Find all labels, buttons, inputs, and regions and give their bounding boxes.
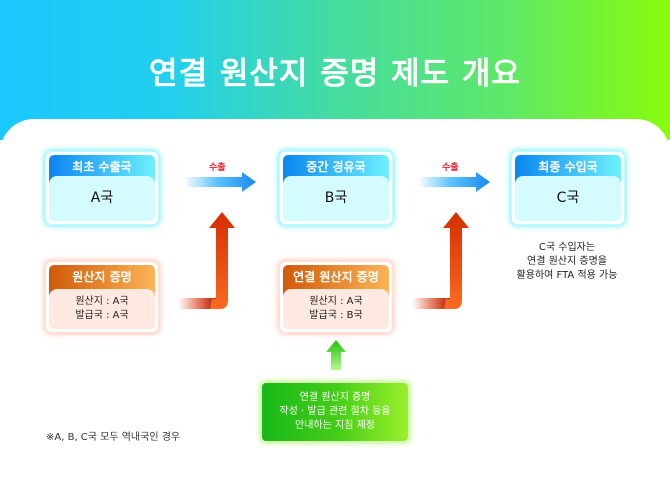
certificate-arrow-icon bbox=[412, 212, 469, 309]
country-name: A국 bbox=[49, 176, 155, 221]
export-label-2: 수출 bbox=[442, 163, 459, 173]
country-name: C국 bbox=[515, 176, 621, 221]
certificate-box-linked: 연결 원산지 증명 원산지 : A국 발급국 : B국 bbox=[279, 261, 393, 333]
page-title: 연결 원산지 증명 제도 개요 bbox=[149, 56, 521, 92]
export-label-1: 수출 bbox=[209, 163, 226, 173]
importer-note-line: C국 수입자는 bbox=[538, 242, 596, 253]
header-banner: 연결 원산지 증명 제도 개요 bbox=[0, 0, 670, 140]
guideline-box: 연결 원산지 증명 작성 · 발급 관련 절차 등을 안내하는 지침 제정 bbox=[261, 382, 409, 442]
country-box-destination: 최종 수입국 C국 bbox=[511, 151, 625, 225]
certificate-origin: 원산지 : A국 bbox=[309, 296, 363, 307]
guideline-line: 작성 · 발급 관련 절차 등을 bbox=[279, 406, 391, 417]
importer-note-line: 활용하여 FTA 적용 가능 bbox=[516, 270, 618, 281]
country-box-origin: 최초 수출국 A국 bbox=[45, 151, 159, 225]
certificate-origin: 원산지 : A국 bbox=[75, 296, 129, 307]
certificate-arrow-icon bbox=[178, 212, 235, 309]
certificate-box-origin: 원산지 증명 원산지 : A국 발급국 : A국 bbox=[45, 261, 159, 333]
certificate-issuer: 발급국 : B국 bbox=[309, 310, 363, 321]
guideline-line: 안내하는 지침 제정 bbox=[295, 420, 375, 431]
certificate-body: 원산지 : A국 발급국 : B국 bbox=[283, 289, 389, 329]
certificate-body: 원산지 : A국 발급국 : A국 bbox=[49, 289, 155, 329]
export-arrow-icon bbox=[418, 172, 490, 192]
certificate-issuer: 발급국 : A국 bbox=[75, 310, 129, 321]
guideline-line: 연결 원산지 증명 bbox=[299, 392, 371, 403]
country-box-transit: 중간 경유국 B국 bbox=[279, 151, 393, 225]
importer-note-line: 연결 원산지 증명을 bbox=[527, 256, 607, 267]
guideline-arrow-icon bbox=[326, 340, 346, 370]
export-arrow-icon bbox=[184, 172, 256, 192]
importer-note: C국 수입자는 연결 원산지 증명을 활용하여 FTA 적용 가능 bbox=[500, 241, 634, 283]
country-name: B국 bbox=[283, 176, 389, 221]
footnote: ※A, B, C국 모두 역내국인 경우 bbox=[46, 432, 181, 443]
